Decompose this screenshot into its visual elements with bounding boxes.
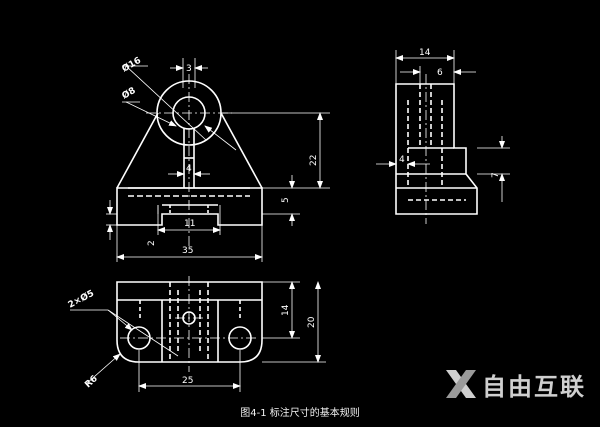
- top-dim-14: 14: [281, 304, 291, 316]
- x-logo-icon: [446, 370, 476, 398]
- side-dim-7: 7: [491, 172, 501, 178]
- dim-11: 11: [184, 219, 195, 229]
- side-dim-4: 4: [399, 155, 405, 165]
- top-dim-25: 25: [182, 376, 193, 386]
- dim-22: 22: [309, 155, 319, 166]
- dim-holes: 2×Ø5: [66, 288, 96, 311]
- front-dimensions: [106, 58, 330, 262]
- dim-5: 5: [281, 197, 291, 203]
- side-dimensions: [376, 50, 510, 202]
- dim-3: 3: [186, 64, 192, 74]
- dim-r6: R6: [83, 374, 100, 390]
- front-view: [116, 74, 263, 248]
- dim-phi16: Ø16: [120, 55, 143, 75]
- dim-35: 35: [182, 246, 193, 256]
- dim-phi8: Ø8: [120, 85, 138, 101]
- side-view: [395, 74, 478, 224]
- top-dim-20: 20: [307, 316, 317, 328]
- figure-caption: 图4-1 标注尺寸的基本规则: [240, 408, 360, 419]
- side-dim-6: 6: [437, 68, 443, 78]
- watermark-text: 自由互联: [482, 372, 586, 401]
- side-dim-14: 14: [419, 48, 431, 58]
- dim-4: 4: [186, 164, 192, 174]
- watermark: 自由互联: [444, 366, 586, 402]
- dim-2: 2: [147, 240, 157, 246]
- top-dimensions: [70, 281, 326, 392]
- top-view: [116, 276, 263, 372]
